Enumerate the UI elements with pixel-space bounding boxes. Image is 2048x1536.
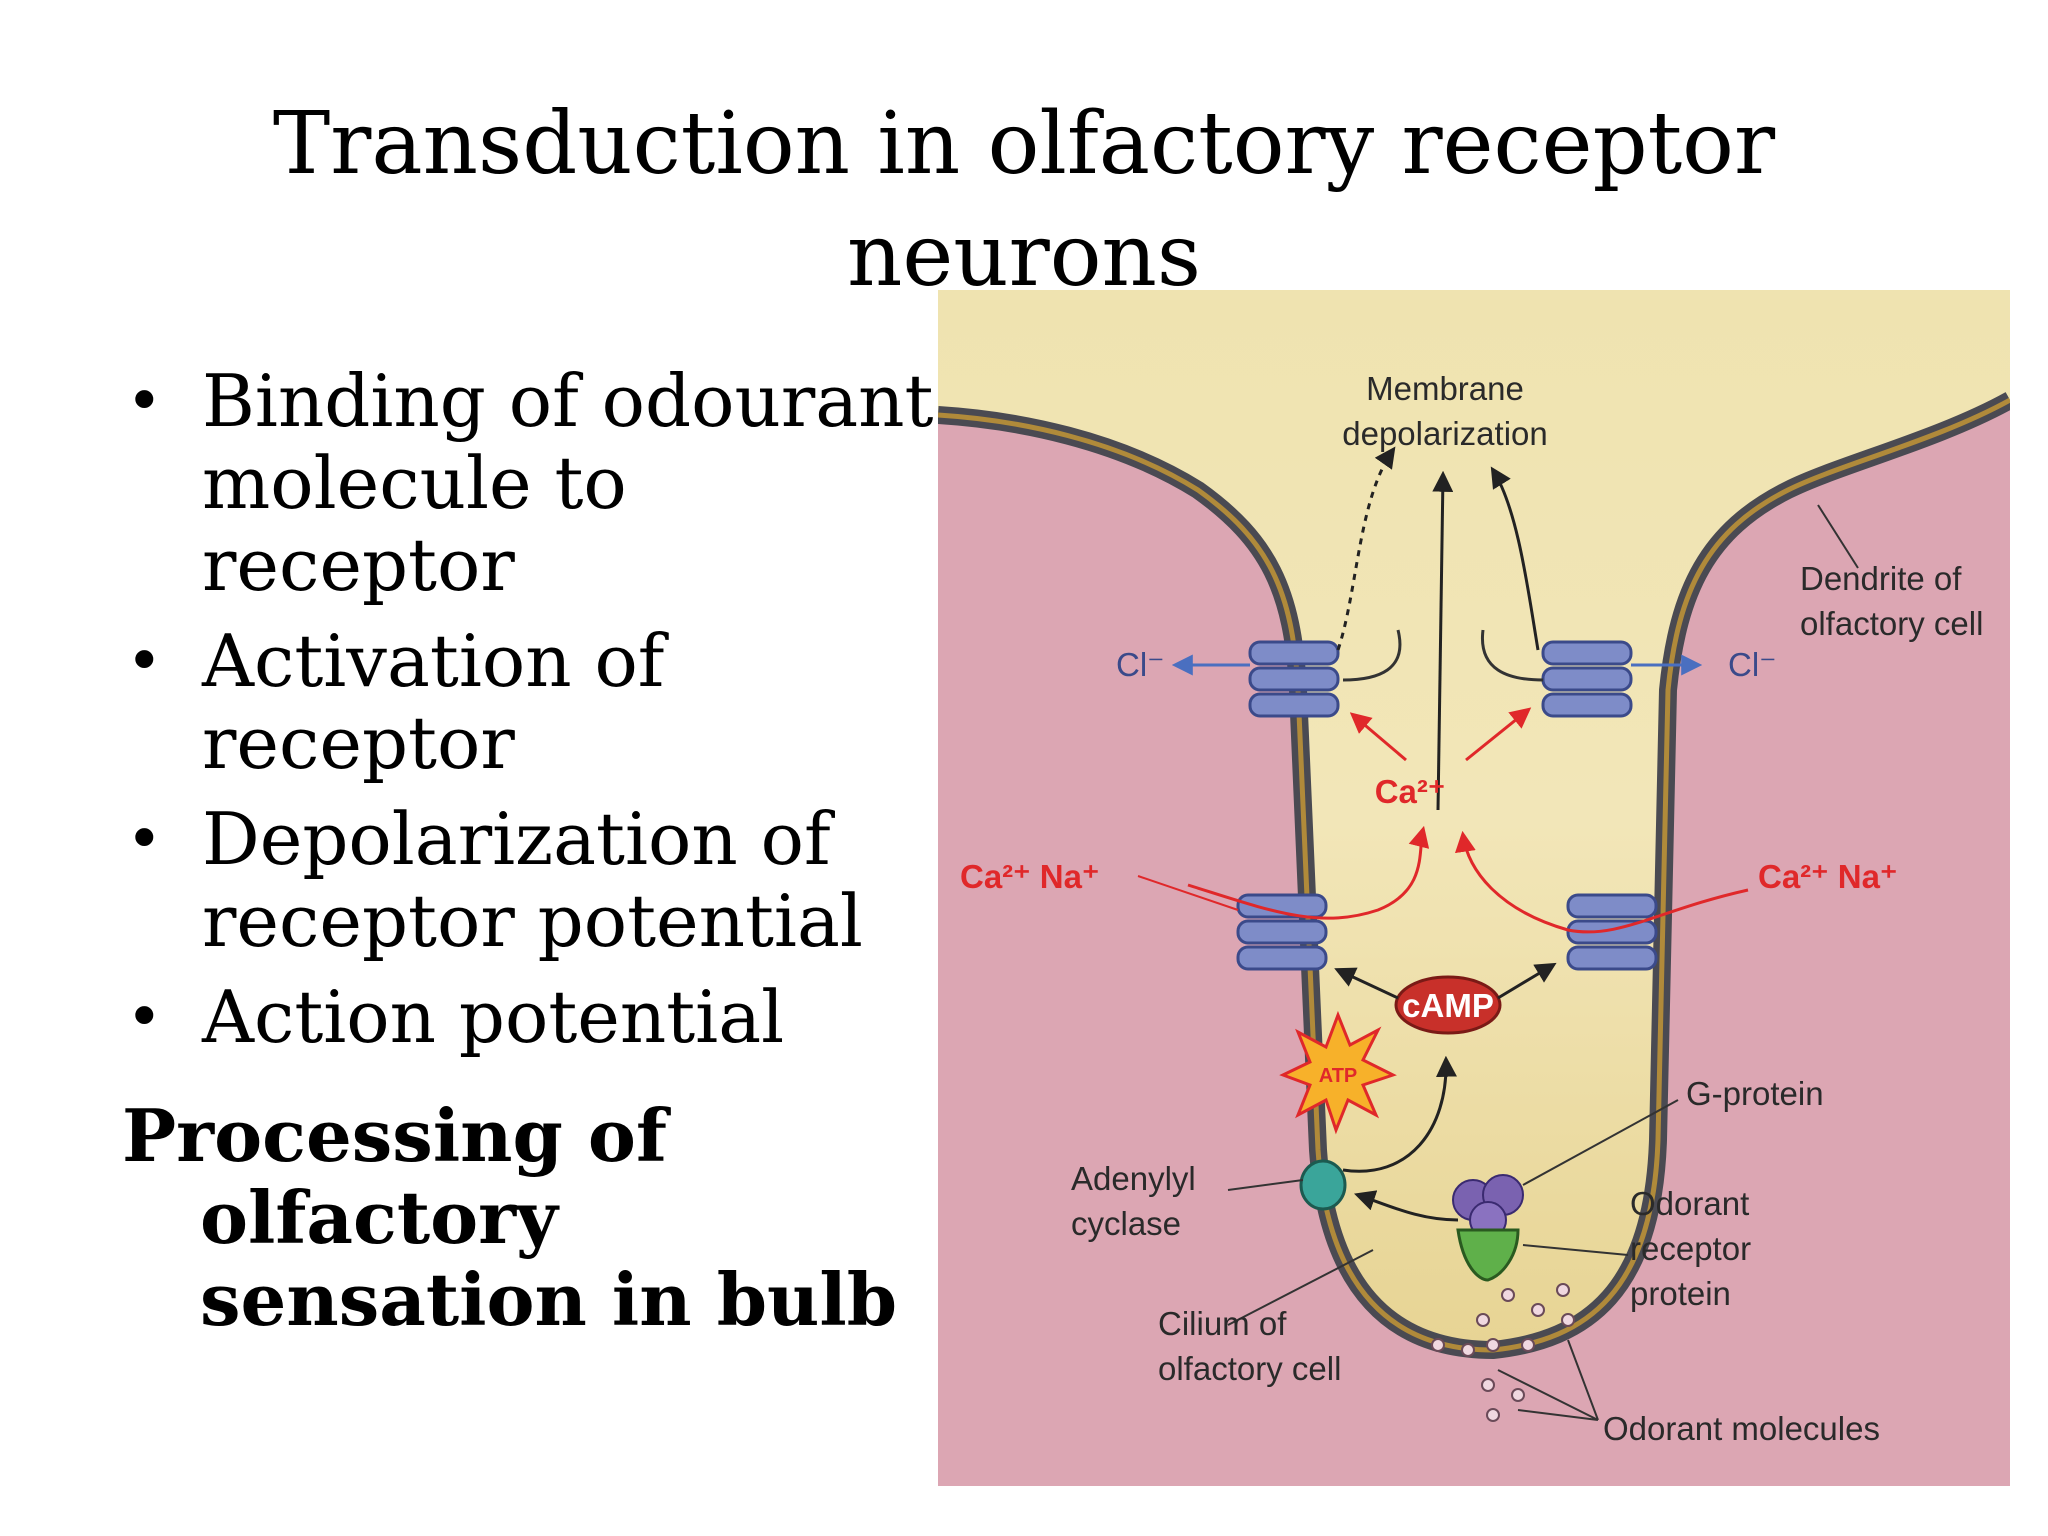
bullet-item: • Depolarization of receptor potential	[118, 798, 948, 962]
odorant-receptor-label-3: protein	[1630, 1275, 1731, 1312]
bullet-line: Depolarization of	[202, 797, 831, 881]
figure-svg: cAMP ATP	[938, 290, 2010, 1486]
bullet-dot-icon: •	[126, 802, 163, 875]
dendrite-leader	[1817, 504, 1859, 569]
cl-label-left: Cl⁻	[1116, 646, 1165, 683]
depolarization-arrow-left	[1336, 446, 1396, 651]
atp-to-camp-arrow	[1342, 1055, 1457, 1173]
membrane-label: Membrane	[1366, 370, 1524, 407]
cation-influx-right	[1454, 830, 1749, 934]
adenylyl-label-2: cyclase	[1071, 1205, 1181, 1242]
bullet-line: receptor potential	[202, 879, 863, 963]
bullet-line: Action potential	[202, 975, 785, 1059]
odorant-pointer-lines	[1497, 1339, 1599, 1421]
bullet-line: molecule to receptor	[202, 441, 627, 607]
atp-label: ATP	[1319, 1065, 1358, 1087]
atp-star-icon	[1279, 1010, 1397, 1135]
cana-label-left: Ca²⁺ Na⁺	[960, 858, 1099, 895]
bullet-item: • Binding of odourant molecule to recept…	[118, 360, 948, 606]
dendrite-label-2: olfactory cell	[1800, 605, 1983, 642]
bullet-dot-icon: •	[126, 624, 163, 697]
cell-body	[938, 290, 2010, 1350]
cl-channel-right	[1541, 640, 1633, 718]
cl-efflux-curve-right	[1480, 629, 1544, 682]
adenylyl-leader	[1227, 1179, 1304, 1191]
bullet-line: Binding of odourant	[202, 359, 934, 443]
adenylyl-cyclase-icon	[1299, 1159, 1347, 1211]
cilium-label-1: Cilium of	[1158, 1305, 1287, 1342]
slide-title-line-2: neurons	[846, 206, 1202, 306]
odorant-receptor-label-1: Odorant	[1630, 1185, 1749, 1222]
olfactory-transduction-figure: cAMP ATP	[938, 290, 2010, 1486]
gprotein-to-cyclase-arrow	[1354, 1190, 1459, 1222]
cilium-leader	[1227, 1249, 1374, 1326]
bullet-item: • Action potential	[118, 976, 948, 1058]
cl-efflux-curve-left	[1342, 629, 1402, 682]
cl-channel-left	[1248, 640, 1340, 718]
subheading-line-1: Processing of	[122, 1093, 667, 1178]
ca-center-label: Ca²⁺	[1375, 773, 1446, 810]
bullet-dot-icon: •	[126, 980, 163, 1053]
odorant-molecules-label: Odorant molecules	[1603, 1410, 1880, 1447]
ca-line-left	[1137, 875, 1239, 911]
subheading: Processing of olfactory sensation in bul…	[122, 1095, 922, 1341]
bullet-item: • Activation of receptor	[118, 620, 948, 784]
odorant-molecules	[1431, 1283, 1575, 1422]
slide-title-line-1: Transduction in olfactory receptor	[272, 94, 1776, 194]
adenylyl-label-1: Adenylyl	[1071, 1160, 1196, 1197]
bullet-line: Activation of	[202, 619, 665, 703]
camp-arrow-left	[1334, 967, 1399, 1000]
cation-channel-left	[1236, 893, 1328, 971]
slide-title: Transduction in olfactory receptor neuro…	[0, 88, 2048, 312]
depolarization-label: depolarization	[1342, 415, 1547, 452]
bullet-dot-icon: •	[126, 364, 163, 437]
depolarization-arrow-center	[1432, 470, 1454, 811]
dendrite-label-1: Dendrite of	[1800, 560, 1962, 597]
receptor-leader	[1522, 1244, 1629, 1256]
cl-label-right: Cl⁻	[1728, 646, 1777, 683]
ca-to-cl-arrow-right	[1465, 707, 1532, 762]
camp-molecule: cAMP	[1394, 975, 1502, 1035]
subheading-line-3: sensation in bulb	[200, 1257, 898, 1342]
depolarization-arrow-right	[1490, 466, 1540, 651]
cation-influx-left	[1187, 825, 1430, 920]
camp-arrow-right	[1497, 962, 1557, 1000]
cana-label-right: Ca²⁺ Na⁺	[1758, 858, 1897, 895]
camp-label: cAMP	[1402, 987, 1494, 1024]
ca-to-cl-arrow-left	[1349, 712, 1407, 762]
cation-channel-right	[1566, 893, 1658, 971]
subheading-line-2: olfactory	[200, 1175, 558, 1260]
gprotein-label: G-protein	[1686, 1075, 1824, 1112]
cilium-label-2: olfactory cell	[1158, 1350, 1341, 1387]
odorant-receptor-icon	[1456, 1228, 1520, 1282]
bullet-line: receptor	[202, 701, 515, 785]
odorant-receptor-label-2: receptor	[1630, 1230, 1751, 1267]
bullet-list: • Binding of odourant molecule to recept…	[118, 360, 948, 1072]
gprotein-leader	[1522, 1099, 1679, 1186]
